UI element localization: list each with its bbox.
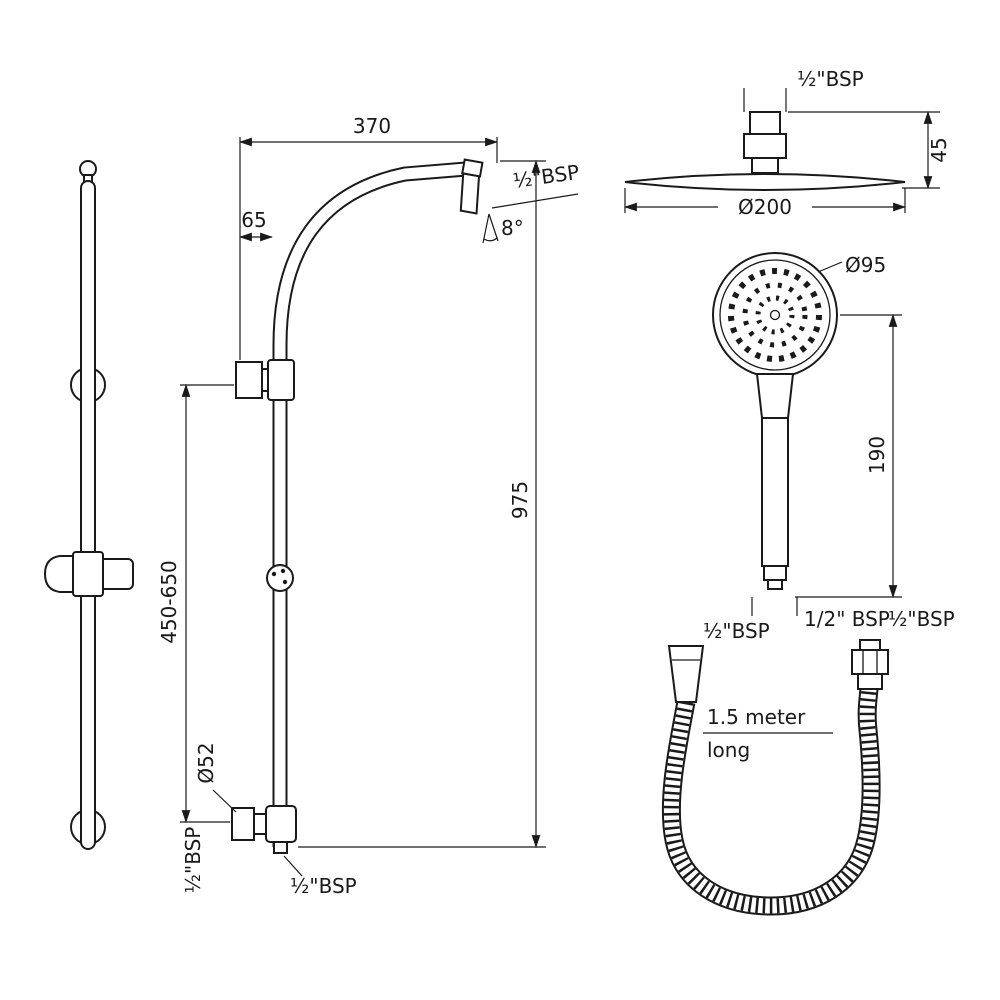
- riser-wall-bracket: [235, 359, 295, 401]
- dim-overhead-height: 45: [788, 110, 951, 190]
- riser-pipe-outline: [272, 161, 467, 847]
- riser-diverter-knob: [266, 564, 294, 592]
- hose-length-label-line2: long: [707, 738, 750, 762]
- dim-arm-reach: 370: [238, 114, 499, 360]
- dim-o95-label: Ø95: [845, 253, 886, 277]
- outlet-angle-callout: 8°: [482, 213, 524, 244]
- overhead-disc: [624, 173, 906, 191]
- dim-bracket-spacing: 450-650: [157, 383, 234, 824]
- hose-right-bsp-label: ½"BSP: [888, 607, 955, 631]
- overhead-bsp-label: ½"BSP: [797, 67, 864, 91]
- riser-pipe-core: [274, 163, 467, 847]
- rail-slider-cradle: [43, 555, 75, 593]
- hose-length-callout: 1.5 meter long: [703, 705, 833, 762]
- dim-975-label: 975: [508, 481, 532, 519]
- overhead-neck: [751, 157, 779, 174]
- dim-o52-label: Ø52: [194, 742, 218, 783]
- dim-45-label: 45: [927, 137, 951, 162]
- handshower-thread-callout: 1/2" BSP: [751, 597, 890, 631]
- handshower-nozzle-ring-middle: [742, 282, 808, 348]
- inlet-bsp-bottom-label: ½"BSP: [290, 874, 357, 898]
- rail-slider-body: [72, 551, 104, 597]
- dim-190-label: 190: [865, 436, 889, 474]
- hose-length-label-line1: 1.5 meter: [707, 705, 806, 729]
- handshower-face-inner-rim: [719, 259, 831, 371]
- riser-inlet-assembly: [231, 805, 297, 854]
- outlet-bsp-label: ½"BSP: [511, 160, 580, 193]
- dim-overhead-diameter: Ø200: [623, 188, 907, 219]
- overhead-thread-stem: [749, 111, 781, 135]
- dim-handshower-length: 190: [795, 313, 902, 599]
- handshower-nozzle-ring-outer: [728, 268, 822, 362]
- hose-view: ½"BSP ½"BSP 1.5 meter long: [661, 607, 955, 916]
- dim-face-diameter: Ø95: [817, 253, 886, 277]
- dim-65-label: 65: [241, 208, 266, 232]
- hand-shower-view: Ø95 190 1/2" BSP: [712, 252, 902, 631]
- riser-outlet-nozzle: [459, 158, 484, 215]
- slide-rail-view: [43, 160, 134, 850]
- handshower-center-hole: [769, 309, 781, 321]
- handshower-nozzle-ring-inner: [755, 295, 795, 335]
- angle-8-label: 8°: [501, 216, 524, 240]
- hose-left-fitting: [667, 645, 705, 703]
- handshower-handle: [761, 417, 789, 567]
- overhead-ball-joint: [743, 133, 787, 159]
- overhead-shower-view: ½"BSP 45 Ø200: [623, 67, 951, 219]
- dim-450-650-label: 450-650: [157, 560, 181, 644]
- inlet-bsp-bottom-callout: ½"BSP: [283, 855, 357, 898]
- handshower-neck: [755, 373, 795, 419]
- handshower-inlet-nipple: [767, 579, 783, 590]
- hose-tube-core: [663, 688, 879, 914]
- dim-total-height: 975: [298, 159, 546, 849]
- rail-bar: [80, 180, 96, 850]
- dim-flange-diameter: Ø52: [194, 742, 237, 813]
- hose-right-fitting: [851, 639, 889, 690]
- dim-370-label: 370: [353, 114, 391, 138]
- outlet-thread-callout: ½"BSP: [491, 160, 581, 209]
- inlet-bsp-rotated-label: ½"BSP: [181, 827, 205, 894]
- handshower-bsp-label: 1/2" BSP: [804, 607, 890, 631]
- dim-arm-offset: 65: [238, 208, 274, 242]
- riser-view: 370 65 975 450-650 Ø52 ½"BSP: [157, 114, 581, 898]
- handshower-inlet-collar: [763, 565, 787, 581]
- dim-o200-label: Ø200: [738, 195, 792, 219]
- hose-left-bsp-label: ½"BSP: [703, 619, 770, 643]
